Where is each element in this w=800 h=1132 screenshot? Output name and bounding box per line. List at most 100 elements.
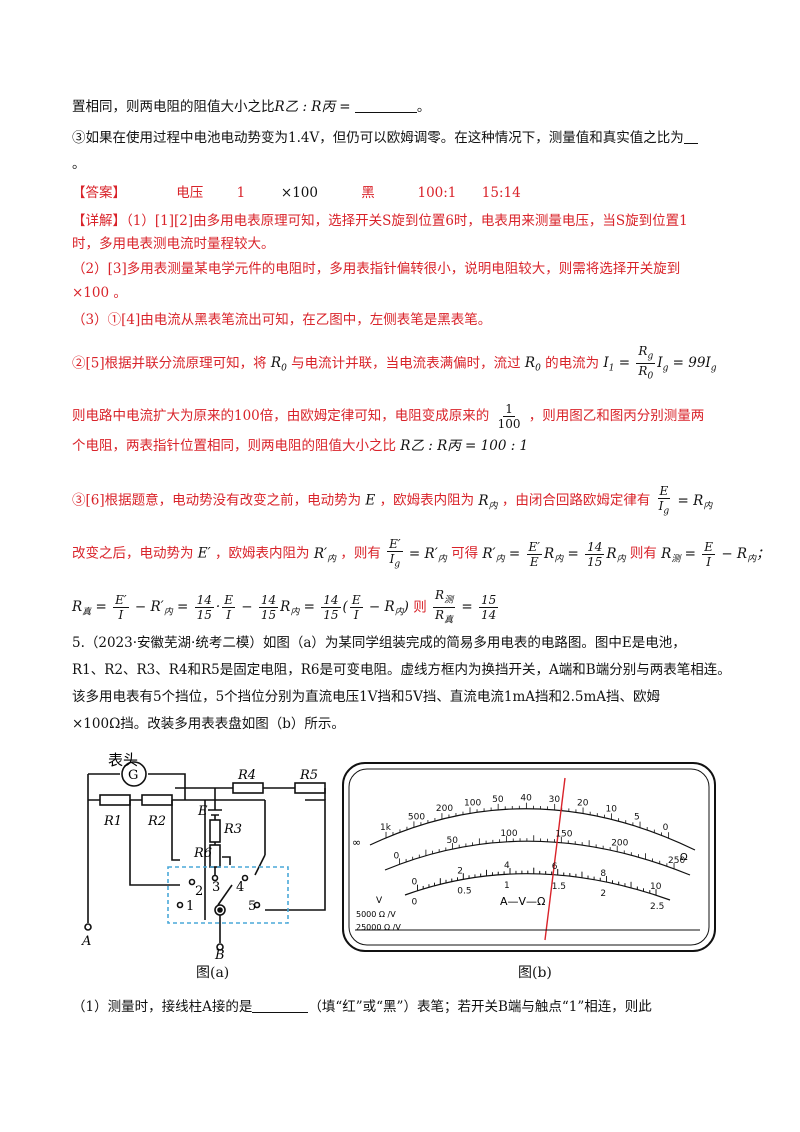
current-scale-label: 200	[611, 839, 628, 849]
detail-text: 则有	[629, 545, 657, 562]
r0-symbol: R0	[270, 355, 287, 375]
contact-5: 5	[248, 899, 256, 914]
ohm-scale-label: 20	[577, 798, 589, 808]
current-scale-label: 150	[555, 830, 572, 840]
question-text: （1）测量时，接线柱A接的是	[72, 999, 253, 1015]
voltage-scale-label: 8	[600, 869, 606, 879]
detail-text: 的电流为	[545, 355, 600, 372]
terminal-a: A	[81, 934, 91, 949]
answer-blank	[252, 998, 309, 1013]
low-scale-label: 2	[600, 889, 606, 899]
circuit-diagram: 表头 G R1 R2 R4 R5 E R3 R6 2 1 3 4 5 A B	[81, 751, 326, 960]
paragraph-text: ，但仍可以欧姆调零。在这种情况下，测量值和真实值之比为	[319, 130, 684, 146]
text-line: 。	[72, 154, 86, 174]
ohm-scale-label: 50	[492, 795, 504, 805]
ohm-mark: Ω	[680, 852, 688, 863]
ohm-scale-label: 0	[663, 823, 669, 833]
ratio-expr: R乙 : R丙 =	[274, 99, 351, 115]
detail-text: ，由闭合回路欧姆定律有	[501, 492, 651, 509]
infinity-mark: ∞	[352, 836, 361, 849]
meter-dial: ∞ Ω V A—V—Ω 5000 Ω /V 25000 Ω /V 1k50020…	[342, 762, 716, 952]
detail-line: ×100 。	[72, 285, 127, 301]
ohm-scale-label: 10	[606, 804, 618, 814]
current-scale-label: 100	[500, 829, 517, 839]
low-scale-label: 1.5	[552, 882, 566, 892]
answer-item: 黑	[361, 185, 375, 201]
answer-item: 1	[236, 185, 246, 201]
contact-4: 4	[236, 880, 244, 895]
ohm-scale-label: 30	[549, 795, 561, 805]
voltage-scale-label: 4	[504, 861, 510, 871]
spec-1: 5000 Ω /V	[356, 910, 396, 919]
current-scale-label: 0	[394, 851, 400, 861]
detail-line: 时，多用电表测电流时量程较大。	[72, 236, 275, 252]
detail-line: （3）①[4]由电流从黑表笔流出可知，在乙图中，左侧表笔是黑表笔。	[72, 312, 492, 328]
paragraph-end: 。	[72, 156, 86, 172]
low-scale-label: 0.5	[457, 886, 471, 896]
detail-text: 个电阻，两表指针位置相同，则两电阻的阻值大小之比	[72, 438, 396, 454]
detail-text: ，则用图乙和图丙分别测量两	[528, 408, 705, 424]
resistance-prime-symbol: R′内	[313, 545, 337, 565]
voltage-scale-label: 0	[412, 878, 418, 888]
detail-text: 则	[413, 599, 427, 616]
detail-text: ，则有	[340, 545, 381, 562]
label-r1: R1	[103, 814, 122, 829]
label-r2: R2	[147, 814, 166, 829]
detail-text: 与电流计并联，当电流表满偏时，流过	[291, 355, 521, 372]
label-r3: R3	[223, 822, 242, 837]
answer-item: 100:1	[417, 185, 457, 201]
question-line: ×100Ω挡。改装多用表表盘如图（b）所示。	[72, 716, 345, 732]
current-scale-label: 250	[668, 856, 685, 866]
v-mark: V	[376, 896, 383, 906]
internal-resistance-symbol: R内	[478, 492, 498, 512]
text-line: 置相同，则两电阻的阻值大小之比R乙 : R丙 = 。	[72, 98, 431, 115]
label-r5: R5	[299, 768, 318, 783]
detail-text: 改变之后，电动势为	[72, 545, 194, 562]
ohm-scale-label: 40	[520, 794, 532, 804]
text-line: ③如果在使用过程中电池电动势变为1.4V，但仍可以欧姆调零。在这种情况下，测量值…	[72, 128, 698, 148]
ohm-scale-label: 200	[436, 804, 453, 814]
label-r6: R6	[193, 846, 212, 861]
label-r4: R4	[237, 768, 256, 783]
label-e: E	[197, 804, 208, 819]
emf-prime-symbol: E′	[197, 545, 211, 562]
figure-b-caption: 图(b)	[518, 965, 552, 981]
emf-value: 1.4V	[288, 130, 320, 146]
formula: E′Ig = R′内	[387, 537, 447, 570]
r0-symbol: R0	[524, 355, 541, 375]
detail-text: ②[5]根据并联分流原理可知，将	[72, 355, 267, 372]
answer-blank	[683, 129, 698, 144]
ohm-scale-label: 500	[408, 812, 425, 822]
voltage-scale-label: 6	[552, 862, 558, 872]
question-line: （1）测量时，接线柱A接的是 （填“红”或“黑”）表笔；若开关B端与触点“1”相连…	[72, 997, 652, 1017]
avo-label: A—V—Ω	[500, 895, 545, 908]
answer-label: 【答案】	[72, 185, 126, 201]
question-line: R1、R2、R3、R4和R5是固定电阻，R6是可变电阻。虚线方框内为换挡开关，A…	[72, 662, 731, 678]
terminal-b: B	[214, 948, 225, 960]
ohm-scale-label: 100	[464, 798, 481, 808]
detail-line: 【详解】（1）[1][2]由多用电表原理可知，选择开关S旋到位置6时，电表用来测…	[72, 213, 688, 229]
detail-line: （2）[3]多用表测量某电学元件的电阻时，多用表指针偏转很小，说明电阻较大，则需…	[72, 261, 681, 277]
answer-blank	[354, 98, 417, 113]
question-line: 该多用电表有5个挡位，5个挡位分别为直流电压1V挡和5V挡、直流电流1mA挡和2…	[72, 689, 661, 705]
contact-2: 2	[195, 884, 203, 899]
detail-line: 改变之后，电动势为 E′ ，欧姆表内阻为 R′内 ，则有 E′Ig = R′内 …	[72, 537, 770, 571]
paragraph-text: ③如果在使用过程中电池电动势变为	[72, 130, 288, 146]
question-text: （填“红”或“黑”）表笔；若开关B端与触点“1”相连，则此	[308, 999, 652, 1015]
paragraph-text: 置相同，则两电阻的阻值大小之比	[72, 99, 275, 115]
question-line: 5.（2023·安徽芜湖·统考二模）如图（a）为某同学组装完成的简易多用电表的电…	[72, 635, 686, 651]
answer-item: ×100	[280, 185, 318, 201]
formula-result: = 99I	[672, 355, 711, 372]
detail-line: 个电阻，两表指针位置相同，则两电阻的阻值大小之比 R乙 : R丙 = 100 :…	[72, 436, 528, 456]
meter-head-label: 表头	[108, 751, 138, 769]
answer-line: 【答案】 电压 1 ×100 黑 100:1 15:14	[72, 183, 521, 203]
emf-symbol: E	[365, 492, 376, 509]
pointer-needle	[544, 777, 566, 941]
low-scale-label: 0	[412, 898, 418, 908]
detail-text: ，欧姆表内阻为	[379, 492, 475, 509]
